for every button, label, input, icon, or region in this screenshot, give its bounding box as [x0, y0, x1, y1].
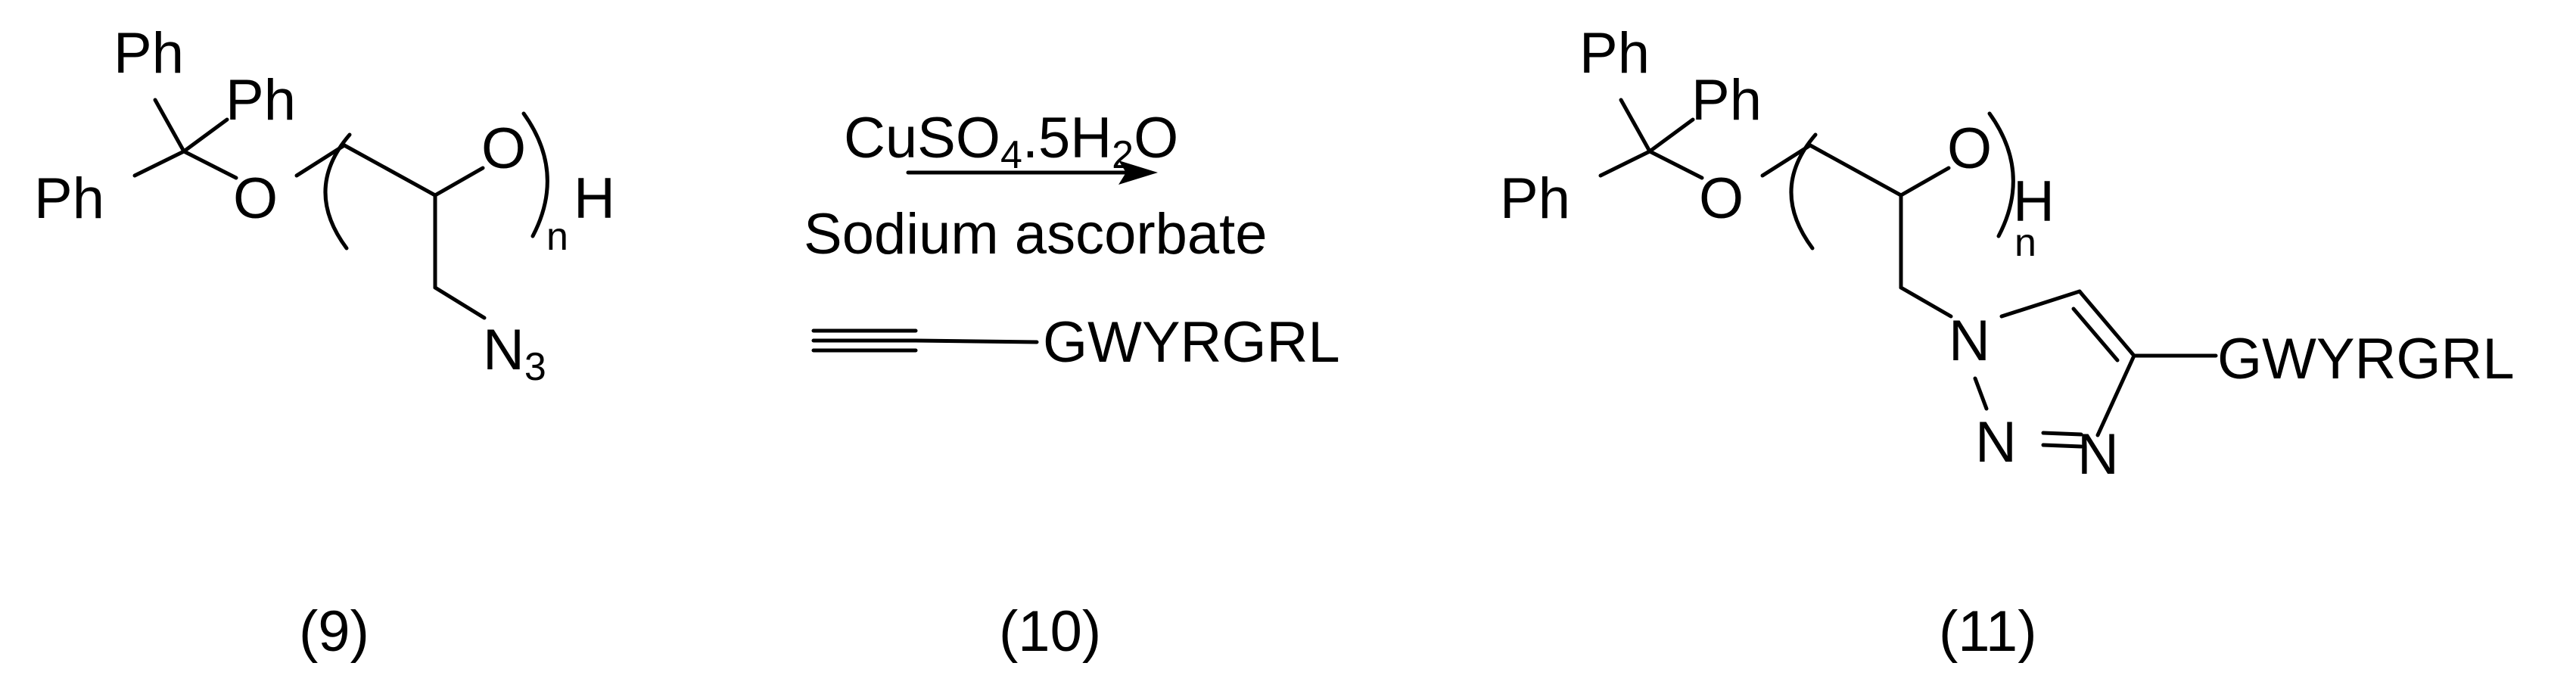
- c9-ph-mid: Ph: [226, 68, 296, 132]
- c9-o-ether: O: [233, 166, 278, 231]
- c11-bond-trityl-ph-top: [1619, 98, 1652, 154]
- c11-o-repeat: O: [1947, 117, 1992, 181]
- c11-triazole-c5-c4: [2077, 289, 2136, 358]
- alkyne-peptide-label: GWYRGRL: [1043, 310, 1340, 375]
- c11-peptide-label: GWYRGRL: [2217, 327, 2515, 391]
- c11-triazole-c4-n3: [2095, 353, 2136, 437]
- compound-11: Ph Ph Ph O O H n N N N GWYRGRL (11): [1500, 21, 2515, 664]
- c9-bond-trityl-ph-top: [153, 98, 186, 154]
- reagent-cu: Cu: [844, 106, 917, 170]
- reaction-conditions: CuSO4.5H2O Sodium ascorbate GWYRGRL (10): [804, 106, 1340, 664]
- c9-bond-trityl-o: [182, 149, 238, 180]
- c9-azide-n-letter: N: [483, 318, 524, 382]
- c9-bond-trityl-ph-left: [132, 149, 186, 178]
- c11-o-ether: O: [1699, 166, 1744, 231]
- caption-9: (9): [299, 599, 369, 664]
- c11-triazole-n2-n1: [1973, 376, 1989, 411]
- reagent-o: O: [1134, 106, 1178, 170]
- c9-azide-n: N3: [483, 318, 546, 389]
- c11-h-end: H: [2013, 170, 2055, 234]
- caption-11: (11): [1939, 599, 2037, 664]
- c9-o-repeat: O: [481, 117, 526, 181]
- c11-triazole-n3: N: [2077, 422, 2119, 487]
- c11-ph-top: Ph: [1579, 21, 1650, 86]
- reagent-copper-sulfate: CuSO4.5H2O: [844, 106, 1178, 177]
- c11-bracket-right: [1987, 111, 2015, 238]
- caption-10: (10): [999, 599, 1101, 664]
- c9-bracket-left: [323, 132, 352, 251]
- reagent-dot5h: .5H: [1022, 106, 1112, 170]
- c9-bracket-right: [521, 111, 549, 238]
- reagent-sodium-ascorbate: Sodium ascorbate: [804, 202, 1268, 266]
- c11-triazole-n1-c5: [1999, 289, 2082, 319]
- c11-triazole-n2: N: [1975, 410, 2017, 475]
- c11-bracket-left: [1789, 132, 1818, 251]
- c11-ph-left: Ph: [1500, 166, 1570, 231]
- c11-bond-trityl-ph-left: [1598, 149, 1652, 178]
- c9-h-end: H: [574, 166, 615, 231]
- c9-bond-trityl-ph-mid: [182, 117, 229, 154]
- c11-bond-trityl-o: [1647, 149, 1704, 180]
- c11-bond-trityl-ph-mid: [1647, 117, 1695, 154]
- c11-bond-ch-o: [1899, 166, 1951, 198]
- compound-9: Ph Ph Ph O O H n N3 (9): [34, 21, 615, 664]
- reagent-so: SO: [917, 106, 1000, 170]
- c9-bond-ch2-ch: [342, 143, 437, 198]
- c11-n-subscript: n: [2014, 221, 2036, 265]
- c9-ph-top: Ph: [114, 21, 184, 86]
- alkyne-single-bond: [913, 338, 1039, 344]
- c11-ph-mid: Ph: [1691, 68, 1762, 132]
- c9-azide-subscript: 3: [524, 345, 546, 389]
- c11-triazole-n1: N: [1949, 309, 1990, 373]
- c9-n-subscript: n: [546, 215, 568, 259]
- c9-bond-ch-o: [433, 166, 485, 198]
- c11-bond-ch2-n1: [1899, 285, 1953, 319]
- c11-triazole-n3-n2-b: [2041, 443, 2083, 449]
- c11-triazole-n3-n2-a: [2041, 431, 2083, 437]
- c9-ph-left: Ph: [34, 166, 104, 231]
- reaction-arrow-head: [1118, 160, 1158, 185]
- c11-bond-ch2-ch: [1808, 143, 1903, 198]
- c9-bond-ch2-n3: [433, 285, 487, 320]
- c11-triazole-c5-c4-double: [2071, 307, 2120, 363]
- reagent-sub4: 4: [1000, 133, 1022, 177]
